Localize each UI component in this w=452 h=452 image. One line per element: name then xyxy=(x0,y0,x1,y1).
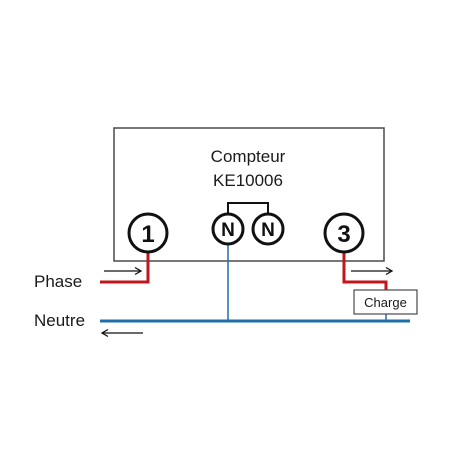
phase-out-arrow-icon xyxy=(351,266,394,276)
load-box: Charge xyxy=(353,289,418,315)
load-label: Charge xyxy=(364,295,407,310)
terminal-1: 1 xyxy=(127,212,169,254)
meter-model: KE10006 xyxy=(213,171,283,190)
terminal-n-left-label: N xyxy=(221,220,235,241)
terminal-3: 3 xyxy=(323,212,365,254)
terminal-n-left: N xyxy=(211,212,245,246)
terminal-n-right: N xyxy=(251,212,285,246)
phase-input-wire xyxy=(100,251,150,284)
terminal-1-label: 1 xyxy=(141,221,154,248)
phase-label: Phase xyxy=(34,272,82,291)
neutral-label: Neutre xyxy=(34,311,85,330)
meter-title: Compteur xyxy=(211,147,286,166)
terminal-3-label: 3 xyxy=(337,221,350,248)
phase-in-arrow-icon xyxy=(104,266,143,276)
neutral-return-arrow-icon xyxy=(100,328,143,338)
phase-output-wire xyxy=(342,251,388,290)
neutral-bridge xyxy=(227,202,269,213)
terminal-n-right-label: N xyxy=(261,220,275,241)
